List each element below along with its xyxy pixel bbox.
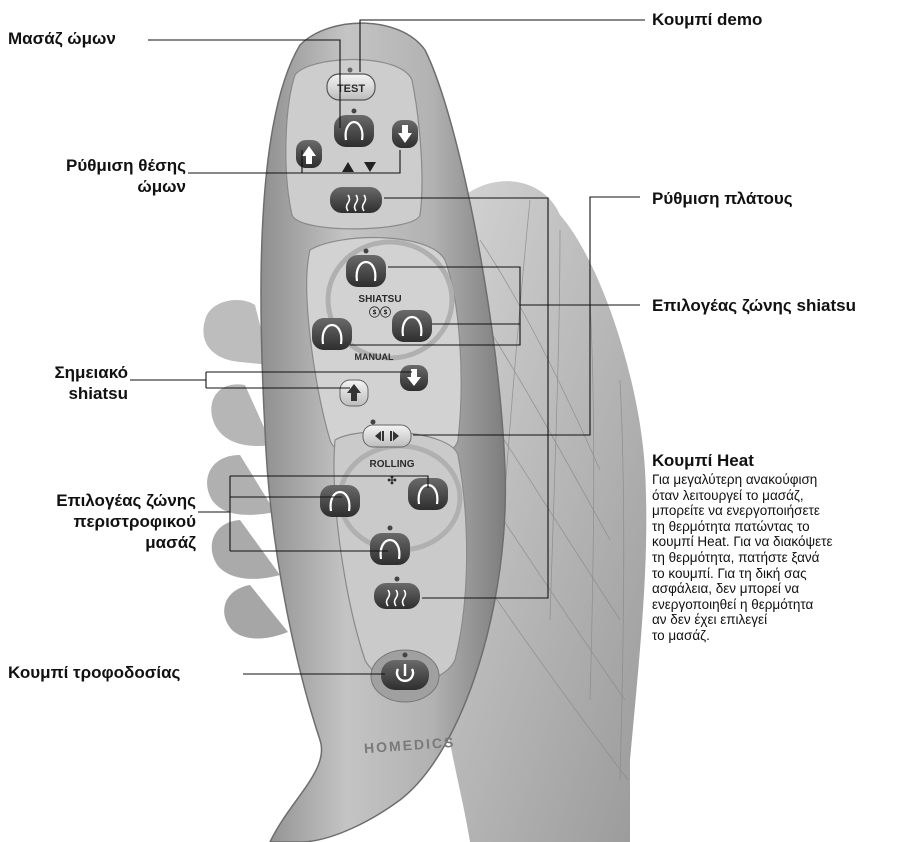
heat-description-line: ασφάλεια, δεν μπορεί να	[652, 581, 910, 597]
test-label: TEST	[337, 83, 365, 95]
label-rolling-zone-line2: περιστροφικού	[0, 511, 196, 532]
heat-description-line: κουμπί Heat. Για να διακόψετε	[652, 534, 910, 550]
heat-description-line: ενεργοποιηθεί η θερμότητα	[652, 597, 910, 613]
rolling-bottom-button[interactable]	[370, 533, 410, 565]
label-shoulder-massage: Μασάζ ώμων	[8, 28, 116, 49]
shiatsu-middle-button[interactable]	[312, 318, 352, 350]
label-spot-shiatsu-line2: shiatsu	[0, 383, 128, 404]
label-power-button: Κουμπί τροφοδοσίας	[8, 662, 180, 683]
label-shiatsu-zone: Επιλογέας ζώνης shiatsu	[652, 295, 856, 316]
width-adjust-button[interactable]	[363, 425, 411, 447]
rolling-label: ROLLING	[370, 459, 415, 470]
shiatsu-lower-button[interactable]	[392, 310, 432, 342]
heat-description-line: τη θερμότητα πατώντας το	[652, 519, 910, 535]
label-spot-shiatsu: Σημειακό shiatsu	[0, 362, 128, 404]
label-demo-button: Κουμπί demo	[652, 9, 762, 30]
label-spot-shiatsu-line1: Σημειακό	[0, 362, 128, 383]
heat-description-line: το κουμπί. Για τη δική σας	[652, 566, 910, 582]
heat-description-line: τη θερμότητα, πατήστε ξανά	[652, 550, 910, 566]
label-shoulder-position: Ρύθμιση θέσης ώμων	[0, 155, 186, 197]
label-rolling-zone: Επιλογέας ζώνης περιστροφικού μασάζ	[0, 490, 196, 553]
heat-description-line: όταν λειτουργεί το μασάζ,	[652, 488, 910, 504]
label-rolling-zone-line3: μασάζ	[0, 532, 196, 553]
heat-description-line: το μασάζ.	[652, 628, 910, 644]
label-rolling-zone-line1: Επιλογέας ζώνης	[0, 490, 196, 511]
shiatsu-symbol: ⓢⓢ	[369, 305, 391, 319]
rolling-left-button[interactable]	[320, 485, 360, 517]
heat-button-top[interactable]	[330, 187, 382, 213]
shiatsu-upper-button[interactable]	[346, 255, 386, 287]
label-width-adjust: Ρύθμιση πλάτους	[652, 188, 793, 209]
label-heat-button: Κουμπί Heat	[652, 450, 754, 471]
heat-description-line: μπορείτε να ενεργοποιήσετε	[652, 503, 910, 519]
heat-description-line: αν δεν έχει επιλεγεί	[652, 612, 910, 628]
rolling-symbol: ✣	[387, 475, 396, 487]
label-shoulder-position-line2: ώμων	[0, 176, 186, 197]
heat-description-line: Για μεγαλύτερη ανακούφιση	[652, 472, 910, 488]
manual-label: MANUAL	[355, 352, 394, 362]
shiatsu-label: SHIATSU	[358, 294, 401, 305]
label-shoulder-position-line1: Ρύθμιση θέσης	[0, 155, 186, 176]
